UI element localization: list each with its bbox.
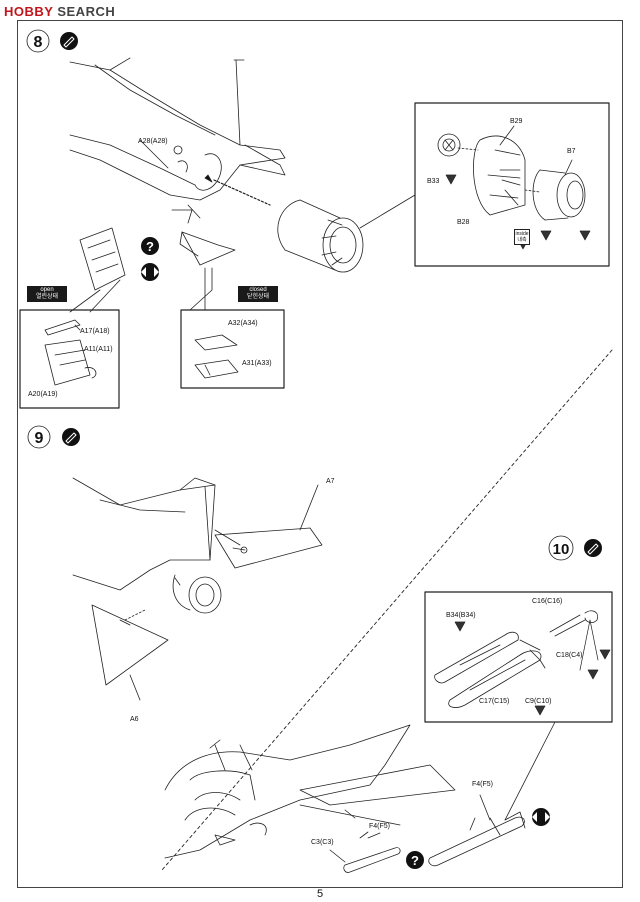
label-a28: A28(A28) xyxy=(138,138,168,145)
pod-paint-markers xyxy=(454,619,611,716)
step10-glue-icon xyxy=(584,539,602,557)
label-c9: C9(C10) xyxy=(525,698,552,705)
open-tag-en: open xyxy=(40,287,54,293)
label-a20: A20(A19) xyxy=(28,391,58,398)
pod-detail xyxy=(434,610,599,708)
step8-number: 8 xyxy=(34,34,43,51)
label-b28: B28 xyxy=(457,219,470,226)
closed-tag-ko: 닫힌상태 xyxy=(246,294,270,300)
label-a6: A6 xyxy=(130,716,139,723)
step8-nozzle xyxy=(277,199,364,273)
nozzle-detail-box xyxy=(414,102,610,267)
step10-fuselage xyxy=(164,724,456,859)
label-b29: B29 xyxy=(510,118,523,125)
label-c16: C16(C16) xyxy=(532,598,563,605)
step9-stabilizer xyxy=(214,527,323,569)
label-b7: B7 xyxy=(567,148,576,155)
open-tag-ko: 열린상태 xyxy=(35,294,59,300)
closed-tag-en: closed xyxy=(249,287,267,293)
label-f4-pylon: F4(F5) xyxy=(472,781,493,788)
inside-tag-ko: 내측 xyxy=(517,237,527,243)
label-a17: A17(A18) xyxy=(80,328,110,335)
step9-number: 9 xyxy=(35,430,44,447)
site-logo[interactable]: HOBBY SEARCH xyxy=(4,4,115,19)
step10-number: 10 xyxy=(553,541,570,558)
step8-panels xyxy=(79,204,236,291)
closed-state-box xyxy=(180,309,285,389)
label-b34: B34(B34) xyxy=(446,612,476,619)
step8-turnover-icon xyxy=(141,263,159,281)
inside-tag-en: inside xyxy=(515,231,529,237)
label-a11: A11(A11) xyxy=(84,346,113,353)
label-a32: A32(A34) xyxy=(228,320,258,327)
logo-search: SEARCH xyxy=(57,4,116,19)
step10-question-icon xyxy=(406,851,424,869)
step8-fuselage xyxy=(69,57,286,201)
label-c17: C17(C15) xyxy=(479,698,510,705)
open-state-parts xyxy=(44,319,97,386)
step10-question-mark: ? xyxy=(411,853,419,868)
pod-detail-box xyxy=(424,591,613,723)
step10-pylon-missile xyxy=(343,809,526,873)
step10-turnover-icon xyxy=(532,808,550,826)
step8-question-mark: ? xyxy=(146,239,154,254)
nozzle-detail xyxy=(437,125,586,221)
logo-hobby: HOBBY xyxy=(4,4,54,19)
closed-state-tag: closed 닫힌상태 xyxy=(238,286,278,302)
label-b33: B33 xyxy=(427,178,440,185)
divider-line xyxy=(161,349,613,871)
closed-state-parts xyxy=(194,334,239,379)
label-a31: A31(A33) xyxy=(242,360,272,367)
label-f4-rack: F4(F5) xyxy=(369,823,390,830)
page-number: 5 xyxy=(316,888,324,900)
step9-fin xyxy=(91,604,169,701)
step8-glue-icon xyxy=(60,32,78,50)
step9-fuselage xyxy=(72,477,241,614)
open-state-box xyxy=(19,309,120,409)
step8-circle xyxy=(26,29,50,53)
step9-circle xyxy=(27,425,51,449)
step8-question-icon xyxy=(141,237,159,255)
label-c3: C3(C3) xyxy=(311,839,334,846)
label-c18: C18(C4) xyxy=(556,652,583,659)
label-a7: A7 xyxy=(326,478,335,485)
open-state-tag: open 열린상태 xyxy=(27,286,67,302)
inside-tag: inside 내측 xyxy=(514,229,530,245)
step9-glue-icon xyxy=(62,428,80,446)
page-frame xyxy=(17,20,623,888)
step10-circle xyxy=(548,535,574,561)
